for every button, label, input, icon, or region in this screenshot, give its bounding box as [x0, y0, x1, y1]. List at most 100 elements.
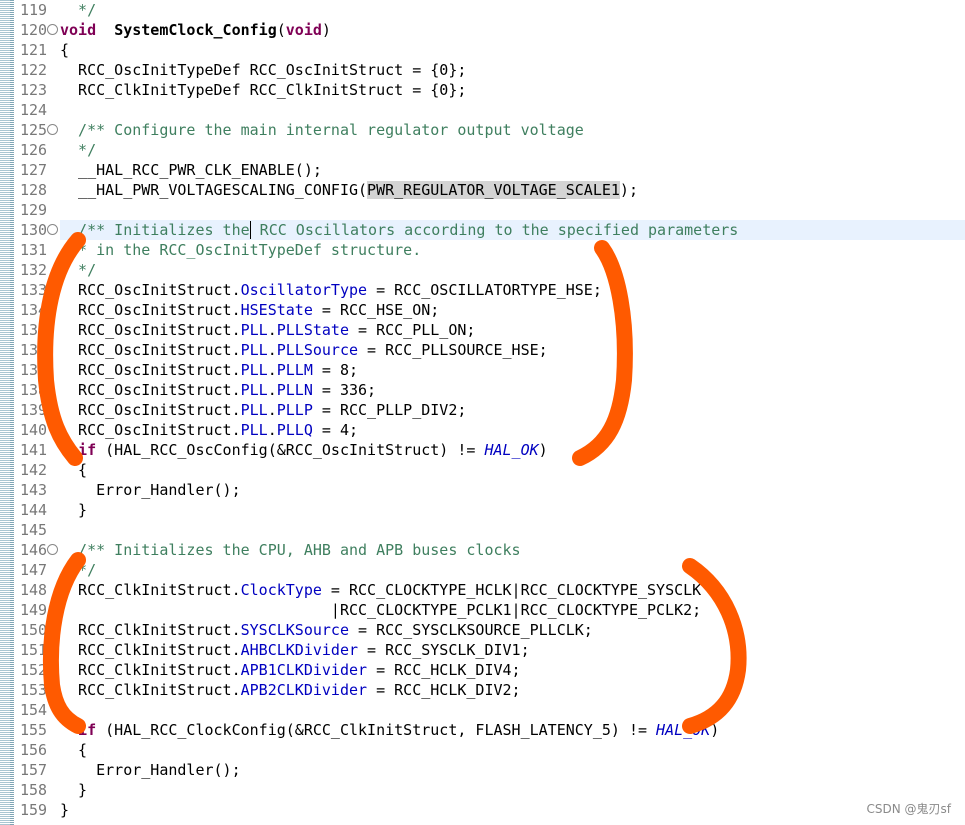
code-line[interactable]: 141 if (HAL_RCC_OscConfig(&RCC_OscInitSt…	[0, 440, 965, 460]
code-line[interactable]: 152 RCC_ClkInitStruct.APB1CLKDivider = R…	[0, 660, 965, 680]
code-line[interactable]: 122 RCC_OscInitTypeDef RCC_OscInitStruct…	[0, 60, 965, 80]
line-number: 140	[20, 421, 48, 439]
line-number: 122	[20, 61, 48, 79]
code-text: RCC_OscInitTypeDef RCC_OscInitStruct = {…	[60, 61, 467, 79]
code-text: RCC_OscInitStruct.PLL.PLLN = 336;	[60, 381, 377, 399]
line-number: 132	[20, 261, 48, 279]
code-text: RCC_OscInitStruct.PLL.PLLSource = RCC_PL…	[60, 341, 548, 359]
line-number: 158	[20, 781, 48, 799]
line-number: 131	[20, 241, 48, 259]
code-text: if (HAL_RCC_ClockConfig(&RCC_ClkInitStru…	[60, 721, 720, 739]
code-text: * in the RCC_OscInitTypeDef structure.	[60, 241, 422, 259]
code-line[interactable]: 131 * in the RCC_OscInitTypeDef structur…	[0, 240, 965, 260]
code-line[interactable]: 137 RCC_OscInitStruct.PLL.PLLM = 8;	[0, 360, 965, 380]
code-text: RCC_OscInitStruct.PLL.PLLState = RCC_PLL…	[60, 321, 476, 339]
code-line[interactable]: 136 RCC_OscInitStruct.PLL.PLLSource = RC…	[0, 340, 965, 360]
code-line[interactable]: 150 RCC_ClkInitStruct.SYSCLKSource = RCC…	[0, 620, 965, 640]
code-line[interactable]: 153 RCC_ClkInitStruct.APB2CLKDivider = R…	[0, 680, 965, 700]
current-line-highlight	[60, 220, 965, 240]
line-number: 159	[20, 801, 48, 819]
code-line[interactable]: 147 */	[0, 560, 965, 580]
fold-toggle-icon[interactable]	[47, 544, 58, 555]
code-line[interactable]: 125 /** Configure the main internal regu…	[0, 120, 965, 140]
code-line[interactable]: 134 RCC_OscInitStruct.HSEState = RCC_HSE…	[0, 300, 965, 320]
code-line[interactable]: 142 {	[0, 460, 965, 480]
line-number: 155	[20, 721, 48, 739]
fold-toggle-icon[interactable]	[47, 24, 58, 35]
code-line[interactable]: 140 RCC_OscInitStruct.PLL.PLLQ = 4;	[0, 420, 965, 440]
line-number: 142	[20, 461, 48, 479]
code-text: }	[60, 801, 70, 819]
line-number: 134	[20, 301, 48, 319]
code-line[interactable]: 159}	[0, 800, 965, 820]
line-number: 150	[20, 621, 48, 639]
code-text: RCC_ClkInitStruct.APB1CLKDivider = RCC_H…	[60, 661, 521, 679]
line-number: 137	[20, 361, 48, 379]
line-number: 126	[20, 141, 48, 159]
change-ruler	[10, 0, 14, 825]
code-text: RCC_ClkInitStruct.SYSCLKSource = RCC_SYS…	[60, 621, 593, 639]
code-text: RCC_OscInitStruct.PLL.PLLP = RCC_PLLP_DI…	[60, 401, 467, 419]
code-text: void SystemClock_Config(void)	[60, 21, 331, 39]
code-text: RCC_OscInitStruct.OscillatorType = RCC_O…	[60, 281, 602, 299]
code-line[interactable]: 127 __HAL_RCC_PWR_CLK_ENABLE();	[0, 160, 965, 180]
line-number: 121	[20, 41, 48, 59]
code-text: __HAL_PWR_VOLTAGESCALING_CONFIG(PWR_REGU…	[60, 181, 638, 199]
code-text: {	[60, 741, 88, 759]
code-text: {	[60, 41, 70, 59]
line-number: 120	[20, 21, 48, 39]
overview-ruler	[0, 0, 10, 825]
code-text: RCC_ClkInitStruct.AHBCLKDivider = RCC_SY…	[60, 641, 530, 659]
code-text: RCC_ClkInitTypeDef RCC_ClkInitStruct = {…	[60, 81, 467, 99]
code-line[interactable]: 138 RCC_OscInitStruct.PLL.PLLN = 336;	[0, 380, 965, 400]
line-number: 124	[20, 101, 48, 119]
code-line[interactable]: 123 RCC_ClkInitTypeDef RCC_ClkInitStruct…	[0, 80, 965, 100]
code-line[interactable]: 148 RCC_ClkInitStruct.ClockType = RCC_CL…	[0, 580, 965, 600]
code-line[interactable]: 154	[0, 700, 965, 720]
line-number: 129	[20, 201, 48, 219]
code-line[interactable]: 143 Error_Handler();	[0, 480, 965, 500]
line-number: 130	[20, 221, 48, 239]
code-text: */	[60, 261, 97, 279]
code-line[interactable]: 126 */	[0, 140, 965, 160]
code-text: __HAL_RCC_PWR_CLK_ENABLE();	[60, 161, 322, 179]
code-line[interactable]: 158 }	[0, 780, 965, 800]
code-line[interactable]: 119 */	[0, 0, 965, 20]
code-text: /** Initializes the RCC Oscillators acco…	[60, 221, 739, 239]
code-line[interactable]: 132 */	[0, 260, 965, 280]
line-number: 147	[20, 561, 48, 579]
code-line[interactable]: 144 }	[0, 500, 965, 520]
line-number: 156	[20, 741, 48, 759]
code-line[interactable]: 157 Error_Handler();	[0, 760, 965, 780]
code-line[interactable]: 128 __HAL_PWR_VOLTAGESCALING_CONFIG(PWR_…	[0, 180, 965, 200]
code-line[interactable]: 121 {	[0, 40, 965, 60]
line-number: 145	[20, 521, 48, 539]
line-number: 144	[20, 501, 48, 519]
fold-toggle-icon[interactable]	[47, 124, 58, 135]
code-line[interactable]: 129	[0, 200, 965, 220]
line-number: 119	[20, 1, 48, 19]
code-line[interactable]: 133 RCC_OscInitStruct.OscillatorType = R…	[0, 280, 965, 300]
code-line[interactable]: 130 /** Initializes the RCC Oscillators …	[0, 220, 965, 240]
code-text: Error_Handler();	[60, 481, 241, 499]
line-number: 139	[20, 401, 48, 419]
code-line[interactable]: 146 /** Initializes the CPU, AHB and APB…	[0, 540, 965, 560]
code-text: |RCC_CLOCKTYPE_PCLK1|RCC_CLOCKTYPE_PCLK2…	[60, 601, 702, 619]
code-line[interactable]: 149 |RCC_CLOCKTYPE_PCLK1|RCC_CLOCKTYPE_P…	[0, 600, 965, 620]
code-line[interactable]: 120 void SystemClock_Config(void)	[0, 20, 965, 40]
line-number: 154	[20, 701, 48, 719]
code-line[interactable]: 145	[0, 520, 965, 540]
code-line[interactable]: 124	[0, 100, 965, 120]
fold-toggle-icon[interactable]	[47, 224, 58, 235]
code-line[interactable]: 135 RCC_OscInitStruct.PLL.PLLState = RCC…	[0, 320, 965, 340]
line-number: 127	[20, 161, 48, 179]
code-text: RCC_OscInitStruct.HSEState = RCC_HSE_ON;	[60, 301, 440, 319]
code-line[interactable]: 151 RCC_ClkInitStruct.AHBCLKDivider = RC…	[0, 640, 965, 660]
line-number: 153	[20, 681, 48, 699]
code-line[interactable]: 155 if (HAL_RCC_ClockConfig(&RCC_ClkInit…	[0, 720, 965, 740]
code-line[interactable]: 156 {	[0, 740, 965, 760]
line-number: 143	[20, 481, 48, 499]
code-text: RCC_OscInitStruct.PLL.PLLQ = 4;	[60, 421, 359, 439]
code-line[interactable]: 139 RCC_OscInitStruct.PLL.PLLP = RCC_PLL…	[0, 400, 965, 420]
